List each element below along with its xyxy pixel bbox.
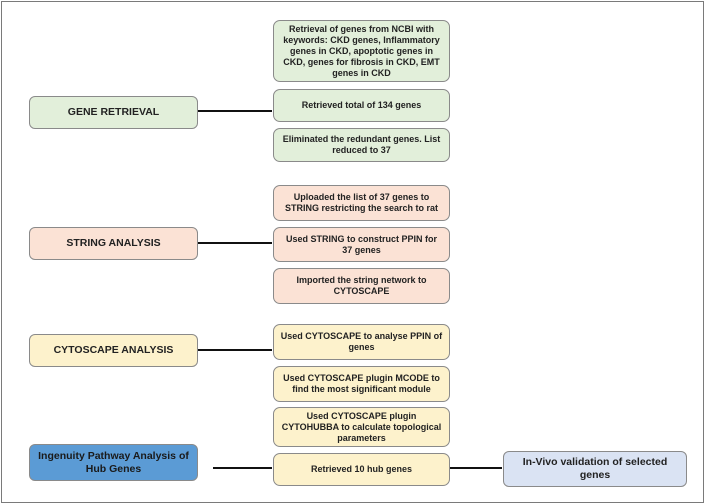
- gene-retrieval-step-3: Eliminated the redundant genes. List red…: [273, 128, 450, 162]
- string-analysis-step-3: Imported the string network to CYTOSCAPE: [273, 268, 450, 304]
- in-vivo-validation-label: In-Vivo validation of selected genes: [522, 456, 668, 481]
- string-analysis-box: STRING ANALYSIS: [29, 227, 198, 260]
- ingenuity-connector-left: [213, 467, 272, 469]
- gene-retrieval-step-1: Retrieval of genes from NCBI with keywor…: [273, 20, 450, 82]
- cytoscape-analysis-step-2: Used CYTOSCAPE plugin MCODE to find the …: [273, 366, 450, 402]
- ingenuity-analysis-label: Ingenuity Pathway Analysis of Hub Genes: [38, 449, 189, 475]
- ingenuity-connector-right: [450, 467, 502, 469]
- string-analysis-connector: [198, 242, 272, 244]
- gene-retrieval-step-2: Retrieved total of 134 genes: [273, 89, 450, 122]
- cytoscape-analysis-label: CYTOSCAPE ANALYSIS: [53, 344, 174, 356]
- gene-retrieval-label: GENE RETRIEVAL: [67, 106, 160, 118]
- gene-retrieval-connector: [198, 110, 272, 112]
- cytoscape-analysis-step-3: Used CYTOSCAPE plugin CYTOHUBBA to calcu…: [273, 407, 450, 447]
- in-vivo-validation-box: In-Vivo validation of selected genes: [503, 451, 687, 487]
- string-analysis-label: STRING ANALYSIS: [66, 237, 161, 249]
- cytoscape-analysis-connector: [198, 349, 272, 351]
- cytoscape-analysis-step-1: Used CYTOSCAPE to analyse PPIN of genes: [273, 324, 450, 360]
- ingenuity-analysis-box: Ingenuity Pathway Analysis of Hub Genes: [29, 444, 198, 481]
- hub-genes-step: Retrieved 10 hub genes: [273, 453, 450, 486]
- cytoscape-analysis-box: CYTOSCAPE ANALYSIS: [29, 334, 198, 367]
- string-analysis-step-1: Uploaded the list of 37 genes to STRING …: [273, 185, 450, 221]
- gene-retrieval-box: GENE RETRIEVAL: [29, 96, 198, 129]
- string-analysis-step-2: Used STRING to construct PPIN for 37 gen…: [273, 227, 450, 262]
